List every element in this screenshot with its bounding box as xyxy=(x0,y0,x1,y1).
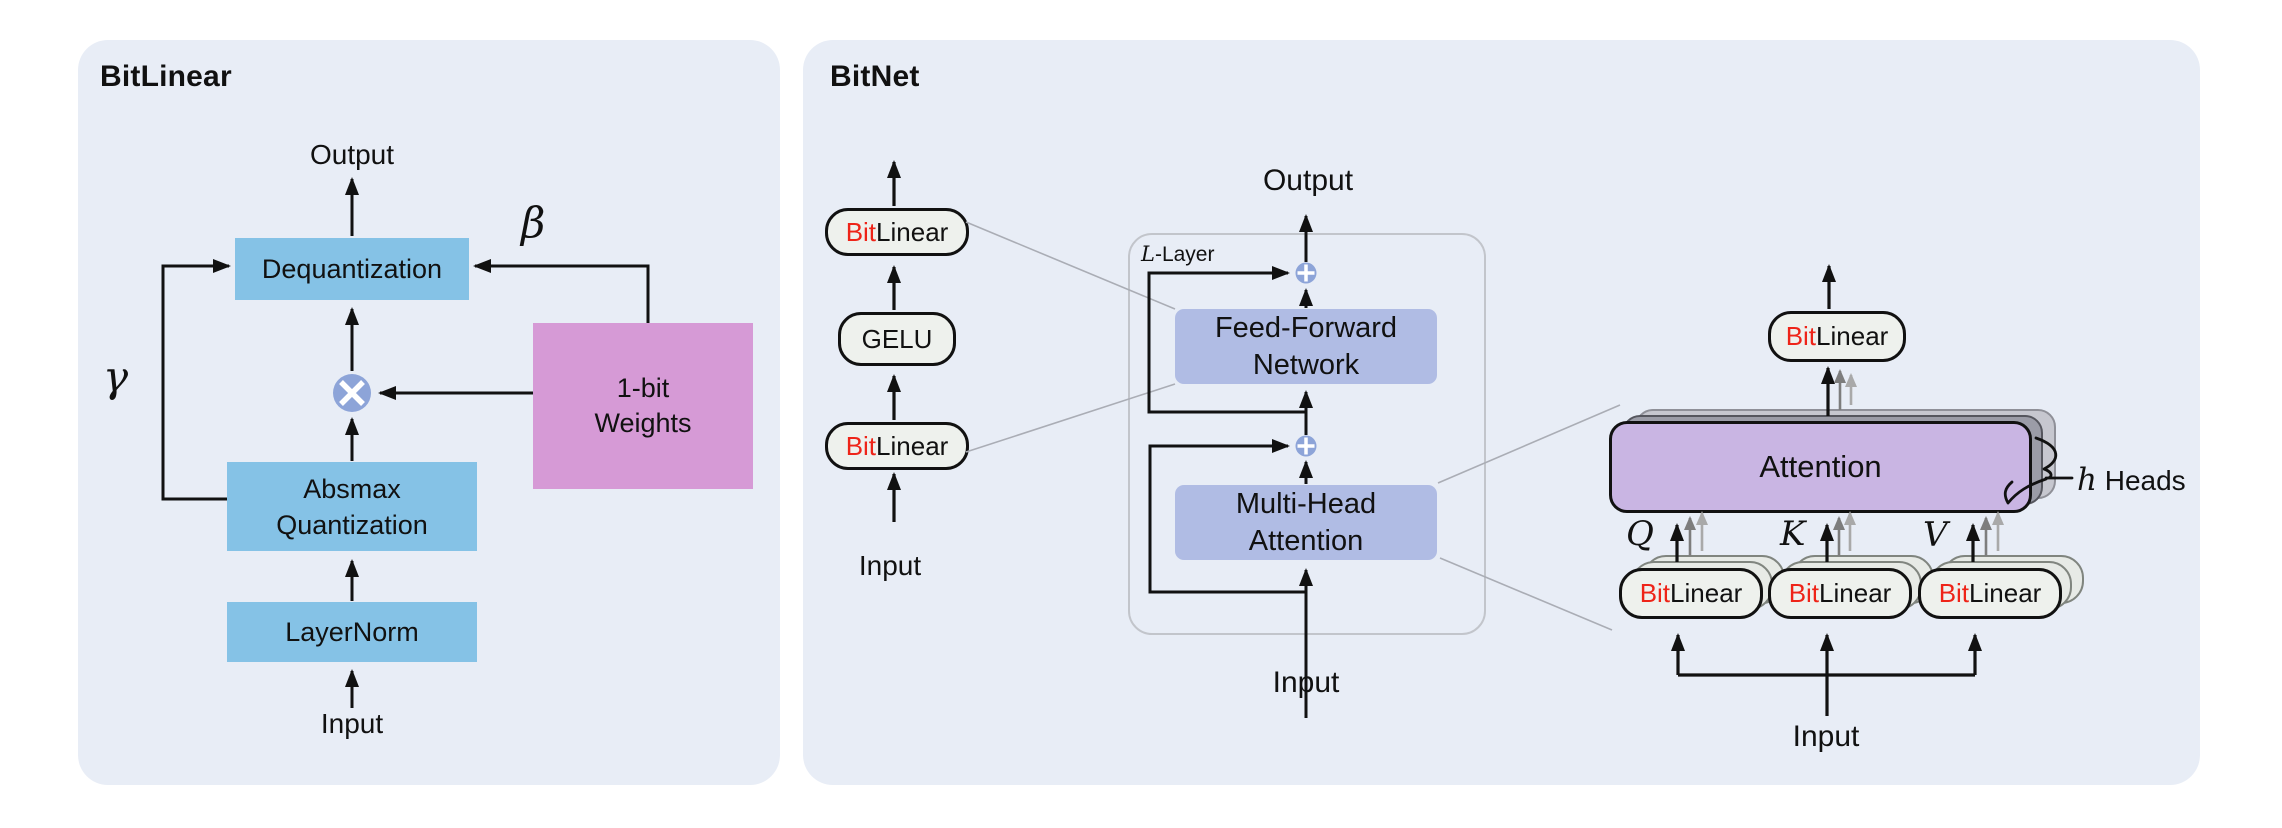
heads-h: h xyxy=(2077,462,2097,498)
ffn-line1: Feed-Forward xyxy=(1214,311,1398,344)
k-label: K xyxy=(1780,514,1806,554)
bitlinear-output-label: Output xyxy=(309,139,395,170)
block-input-label: Input xyxy=(1272,666,1340,699)
absmax-line1: Absmax xyxy=(303,473,401,504)
l-layer-l: L xyxy=(1141,242,1155,266)
l-layer-label: L-Layer xyxy=(1141,242,1214,267)
pill-bit-text: Bit xyxy=(845,430,877,461)
pill-linear-text: Linear xyxy=(876,430,949,461)
v-label: V xyxy=(1923,515,1948,555)
absmax-quantization-box: Absmax Quantization xyxy=(227,462,477,551)
gelu-pill: GELU xyxy=(838,312,956,366)
bitnet-panel-title: BitNet xyxy=(830,60,920,93)
pill-bit-text: Bit xyxy=(1938,578,1970,608)
pill-linear-text: Linear xyxy=(1816,321,1889,351)
pill-bit-text: Bit xyxy=(1785,321,1817,351)
feed-forward-network-box: Feed-Forward Network xyxy=(1175,309,1437,384)
qkv-input-label: Input xyxy=(1792,720,1860,753)
pill-linear-text: Linear xyxy=(876,216,949,247)
dequantization-box: Dequantization xyxy=(235,238,469,300)
heads-suffix: Heads xyxy=(2096,465,2186,496)
weights-line1: 1-bit xyxy=(616,373,670,403)
attention-label: Attention xyxy=(1759,449,1882,484)
dequantization-label: Dequantization xyxy=(261,254,443,284)
bitlinear-panel-title: BitLinear xyxy=(100,60,232,93)
absmax-line2: Quantization xyxy=(276,509,428,540)
mha-line2: Attention xyxy=(1248,524,1364,557)
weights-line2: Weights xyxy=(594,408,692,438)
l-layer-box xyxy=(1128,233,1486,635)
h-heads-label: h Heads xyxy=(2077,462,2186,498)
layernorm-box: LayerNorm xyxy=(227,602,477,662)
one-bit-weights-box: 1-bit Weights xyxy=(533,323,753,489)
gelu-label: GELU xyxy=(861,323,933,354)
pill-bit-text: Bit xyxy=(1639,578,1671,608)
l-layer-suffix: -Layer xyxy=(1154,243,1215,266)
chain-input-label: Input xyxy=(858,550,922,581)
ffn-line2: Network xyxy=(1252,348,1360,381)
pill-bit-text: Bit xyxy=(1788,578,1820,608)
pill-linear-text: Linear xyxy=(1969,578,2042,608)
mha-line1: Multi-Head xyxy=(1235,487,1377,520)
gamma-symbol: γ xyxy=(103,352,129,401)
block-output-label: Output xyxy=(1262,164,1354,197)
pill-bit-text: Bit xyxy=(845,216,877,247)
pill-linear-text: Linear xyxy=(1819,578,1892,608)
pill-linear-text: Linear xyxy=(1670,578,1743,608)
q-label: Q xyxy=(1626,514,1654,554)
layernorm-label: LayerNorm xyxy=(285,617,419,647)
attention-box: Attention xyxy=(1609,421,2032,513)
beta-symbol: β xyxy=(521,198,546,247)
bitlinear-input-label: Input xyxy=(320,708,384,739)
multi-head-attention-box: Multi-Head Attention xyxy=(1175,485,1437,560)
